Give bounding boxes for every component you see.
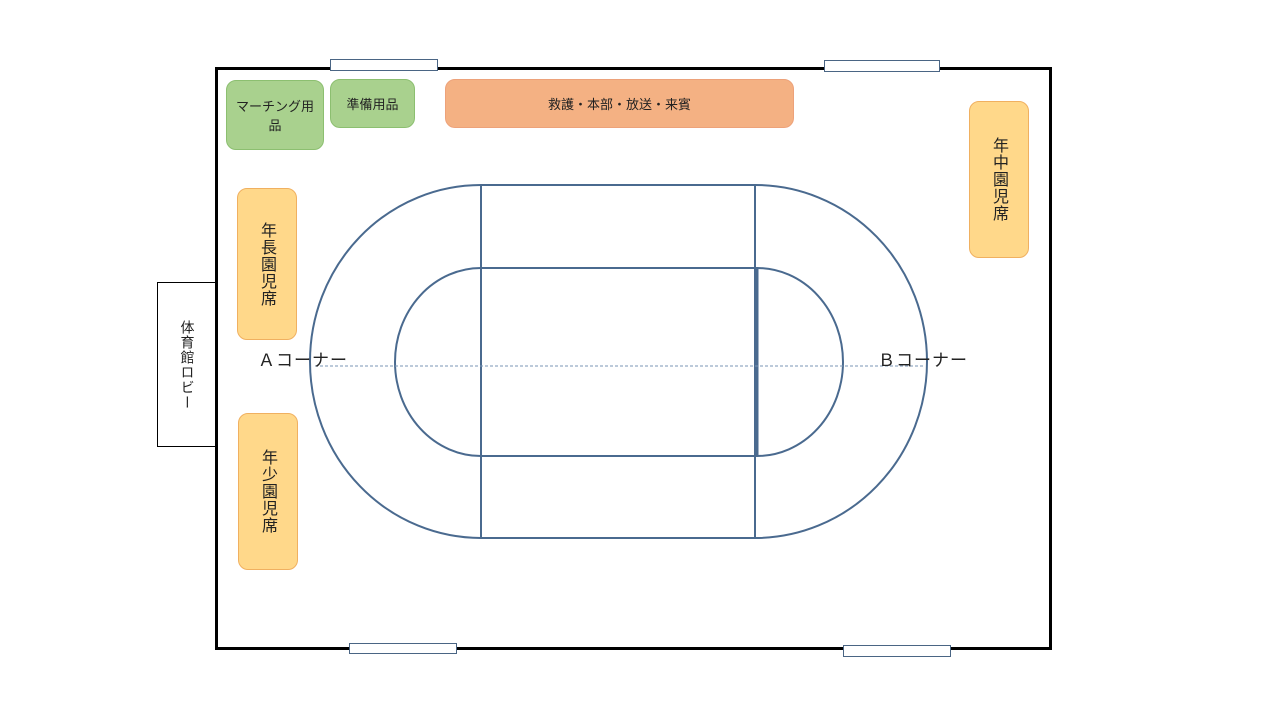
prep-label: 準備用品 [346, 98, 399, 113]
inner-field [480, 267, 758, 457]
gym-lobby: 体育館ロビー [157, 282, 216, 447]
nencho-label: 年長園児席 [258, 221, 277, 307]
outer-arc-b [754, 184, 928, 539]
nencho-seats: 年長園児席 [237, 188, 297, 340]
corner-b-label: Ｂコーナー [878, 351, 968, 371]
corner-a-label: Ａコーナー [258, 351, 348, 371]
marching-supplies-area: マーチング用品 [226, 80, 324, 150]
door-top-right [824, 60, 940, 72]
outer-arc-a [309, 184, 482, 539]
marching-label: マーチング用品 [235, 100, 314, 134]
nensho-label: 年少園児席 [259, 449, 278, 534]
inner-arc-b [756, 267, 844, 457]
nenchu-label: 年中園児席 [990, 137, 1009, 222]
hq-area: 救護・本部・放送・来賓 [445, 79, 794, 128]
prep-supplies-area: 準備用品 [330, 79, 415, 128]
gym-floor [215, 67, 1052, 650]
door-bottom-right [843, 645, 951, 657]
nenchu-seats: 年中園児席 [969, 101, 1029, 258]
hq-label: 救護・本部・放送・来賓 [547, 98, 691, 113]
door-bottom-left [349, 643, 457, 654]
door-top-left [330, 59, 438, 71]
nensho-seats: 年少園児席 [238, 413, 298, 570]
lobby-label: 体育館ロビー [178, 319, 195, 410]
inner-arc-a [394, 267, 482, 457]
